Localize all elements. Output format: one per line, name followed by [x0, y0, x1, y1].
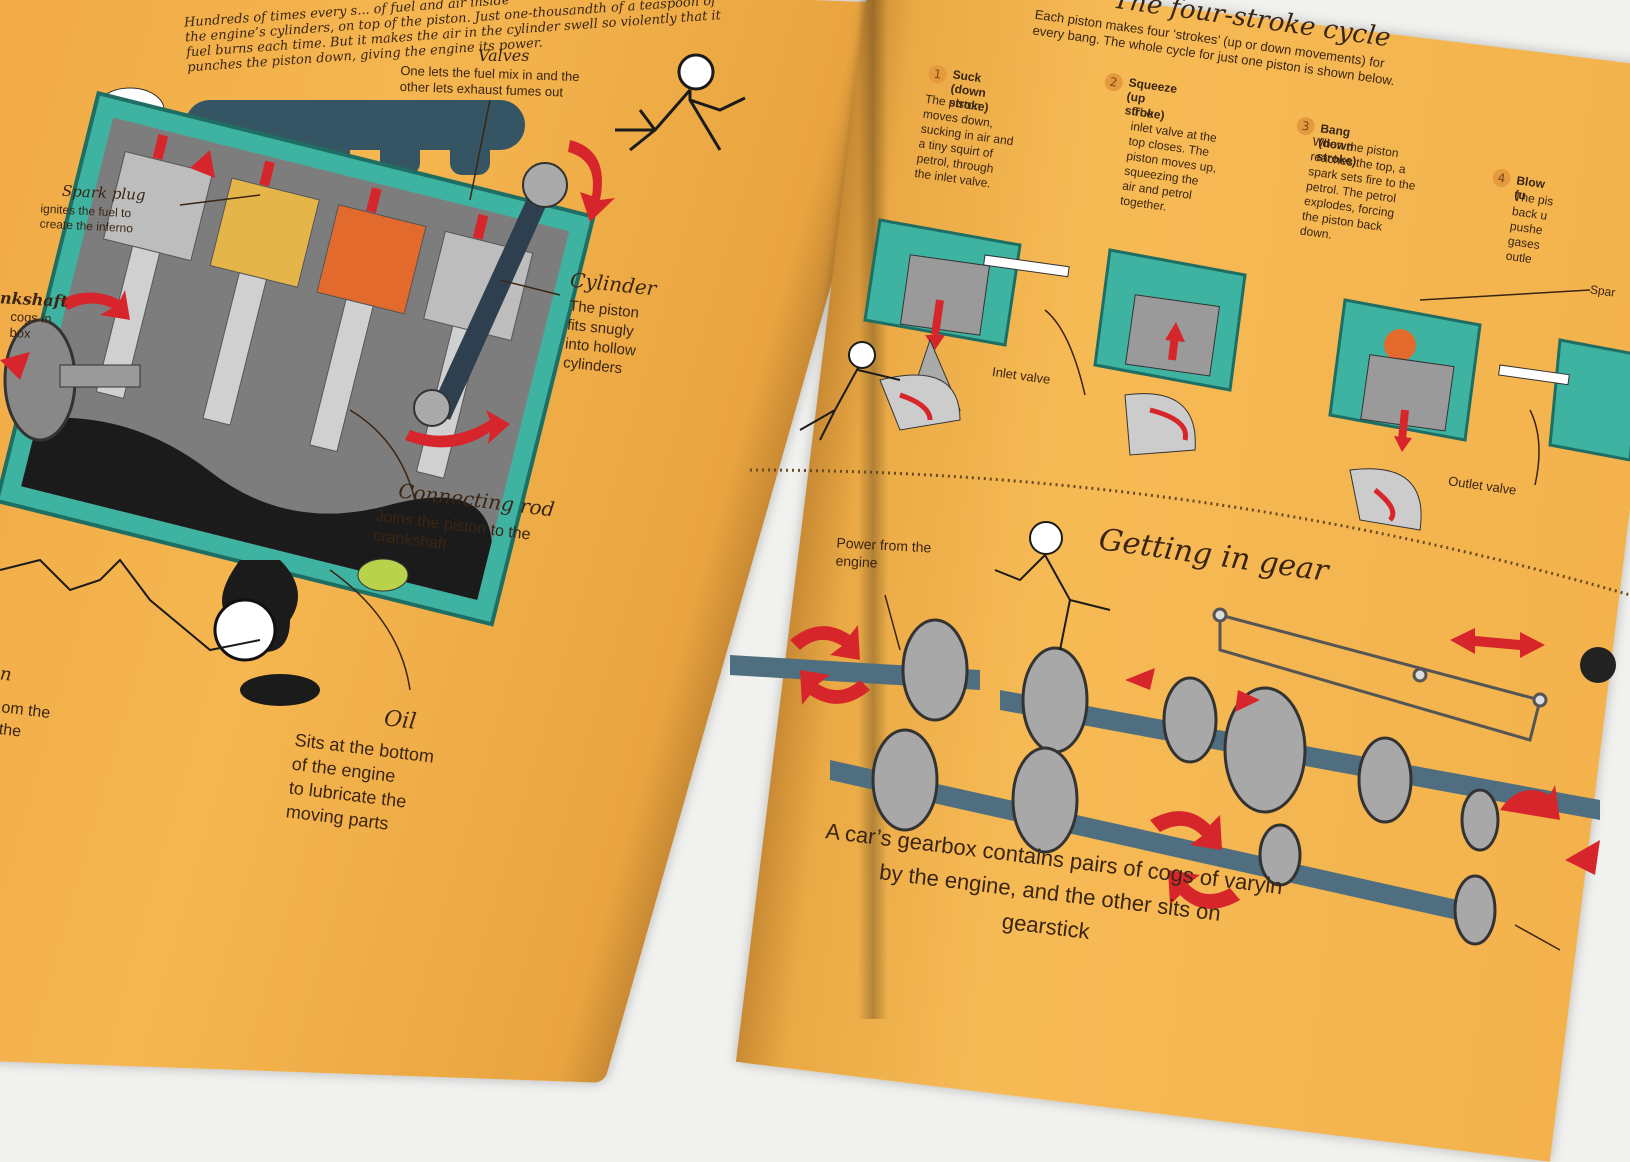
stick-figure-gear	[994, 521, 1111, 651]
leader-lines-left	[179, 99, 561, 691]
step-1-text: The piston moves down, sucking in air an…	[913, 91, 1015, 191]
stick-figure-lying	[0, 558, 261, 652]
oil-character	[213, 560, 320, 706]
leader-lines-right	[884, 289, 1591, 951]
stick-figure-pushing	[799, 341, 901, 441]
oil-filter-icon	[357, 558, 409, 592]
rotation-arrow-icons	[0, 140, 615, 448]
crankshaft-title: nkshaft	[0, 288, 69, 311]
cylinder-text: The piston fits snugly into hollow cylin…	[562, 297, 640, 378]
step-4-text: The pis back u pushe gases outle	[1504, 189, 1555, 267]
stroke-diagram-1	[863, 218, 1070, 431]
book-spine-shadow	[858, 0, 888, 1019]
gear-rotation-arrow-icons	[790, 625, 1600, 909]
spark-plug-text: ignites the fuel to create the inferno	[39, 201, 134, 236]
crankshaft-text: cogs in box	[9, 308, 53, 341]
power-from-engine-label: Power from the engine	[835, 534, 932, 571]
oil-text: Sits at the bottom of the engine to lubr…	[284, 729, 436, 834]
gearbox-illustration	[730, 607, 1616, 946]
step-3-text: When the piston reaches the top, a spark…	[1299, 134, 1417, 242]
stroke-diagram-2	[1093, 248, 1247, 456]
valves-text: One lets the fuel mix in and the other l…	[399, 62, 580, 100]
timing-belt	[430, 170, 560, 420]
step-2-text: The inlet valve at the top closes. The p…	[1119, 104, 1218, 214]
cut-off-text: om the the	[0, 699, 52, 741]
illustrations	[0, 53, 1630, 951]
stroke-diagram-3	[1328, 298, 1482, 531]
oil-title: Oil	[382, 706, 418, 735]
gearstick-knob-icon	[1580, 647, 1616, 683]
valves-title: Valves	[478, 46, 530, 65]
engine-block	[0, 90, 596, 627]
stick-figure-running	[615, 53, 746, 152]
stroke-diagram-4	[1498, 338, 1630, 462]
section-divider	[749, 468, 1630, 597]
